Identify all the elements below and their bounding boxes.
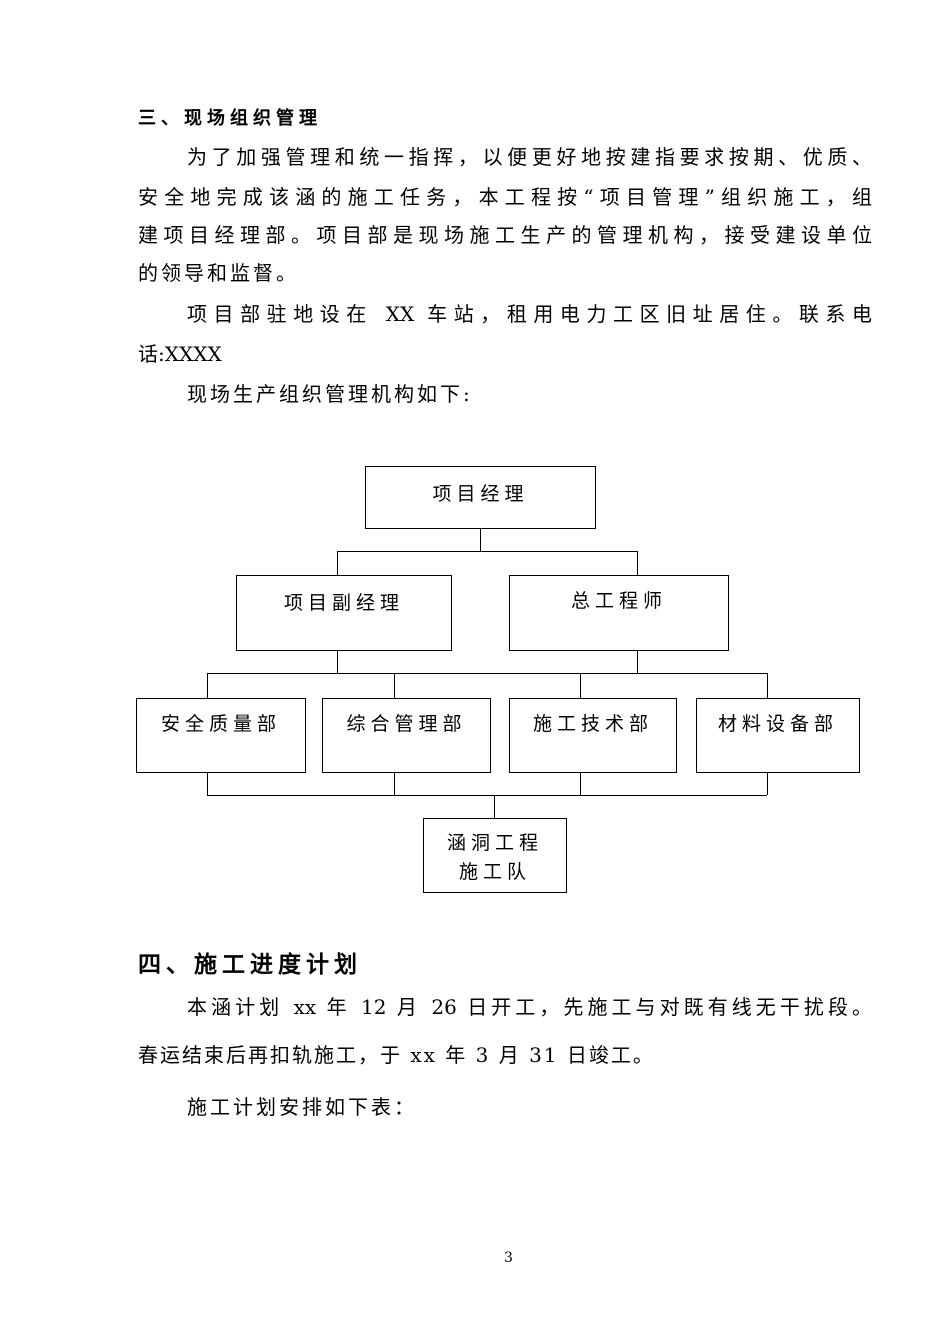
paragraph-line: 项目部驻地设在 XX 车站，租用电力工区旧址居住。联系电 (187, 302, 872, 326)
section-4-heading: 四、施工进度计划 (138, 952, 362, 978)
connector (337, 551, 338, 575)
org-box-deputy-manager: 项目副经理 (236, 575, 452, 651)
connector (637, 650, 638, 673)
org-box-line: 涵洞工程 (446, 832, 543, 854)
connector (480, 528, 481, 551)
org-box-general-management: 综合管理部 (322, 698, 491, 773)
org-box-culvert-team: 涵洞工程 施工队 (423, 818, 567, 893)
org-box-line: 施工队 (458, 861, 531, 883)
org-box-materials-equipment: 材料设备部 (696, 698, 860, 773)
org-box-safety-quality: 安全质量部 (136, 698, 306, 773)
org-box-chief-engineer: 总工程师 (509, 575, 729, 651)
connector (337, 650, 338, 673)
org-box-construction-tech: 施工技术部 (509, 698, 677, 773)
paragraph-line: 话:XXXX (138, 342, 222, 366)
connector (207, 673, 767, 674)
paragraph-line: 施工计划安排如下表： (187, 1095, 417, 1119)
connector (207, 673, 208, 698)
connector (337, 551, 637, 552)
connector (580, 772, 581, 795)
connector (767, 772, 768, 795)
connector (580, 673, 581, 698)
paragraph-line: 安全地完成该涵的施工任务，本工程按“项目管理”组织施工，组 (138, 185, 872, 209)
page-number: 3 (504, 1250, 513, 1266)
connector (394, 772, 395, 795)
connector (207, 795, 767, 796)
connector (637, 551, 638, 575)
paragraph-line: 为了加强管理和统一指挥，以便更好地按建指要求按期、优质、 (187, 145, 872, 169)
connector (767, 673, 768, 698)
paragraph-line: 现场生产组织管理机构如下: (187, 382, 473, 406)
connector (494, 795, 495, 818)
connector (394, 673, 395, 698)
paragraph-line: 建项目经理部。项目部是现场施工生产的管理机构，接受建设单位 (138, 223, 872, 247)
paragraph-line: 春运结束后再扣轨施工，于 xx 年 3 月 31 日竣工。 (138, 1043, 655, 1067)
paragraph-line: 的领导和监督。 (138, 261, 299, 285)
org-box-project-manager: 项目经理 (365, 466, 596, 529)
section-3-heading: 三、现场组织管理 (138, 108, 322, 129)
connector (207, 772, 208, 795)
paragraph-line: 本涵计划 xx 年 12 月 26 日开工，先施工与对既有线无干扰段。 (187, 995, 872, 1019)
